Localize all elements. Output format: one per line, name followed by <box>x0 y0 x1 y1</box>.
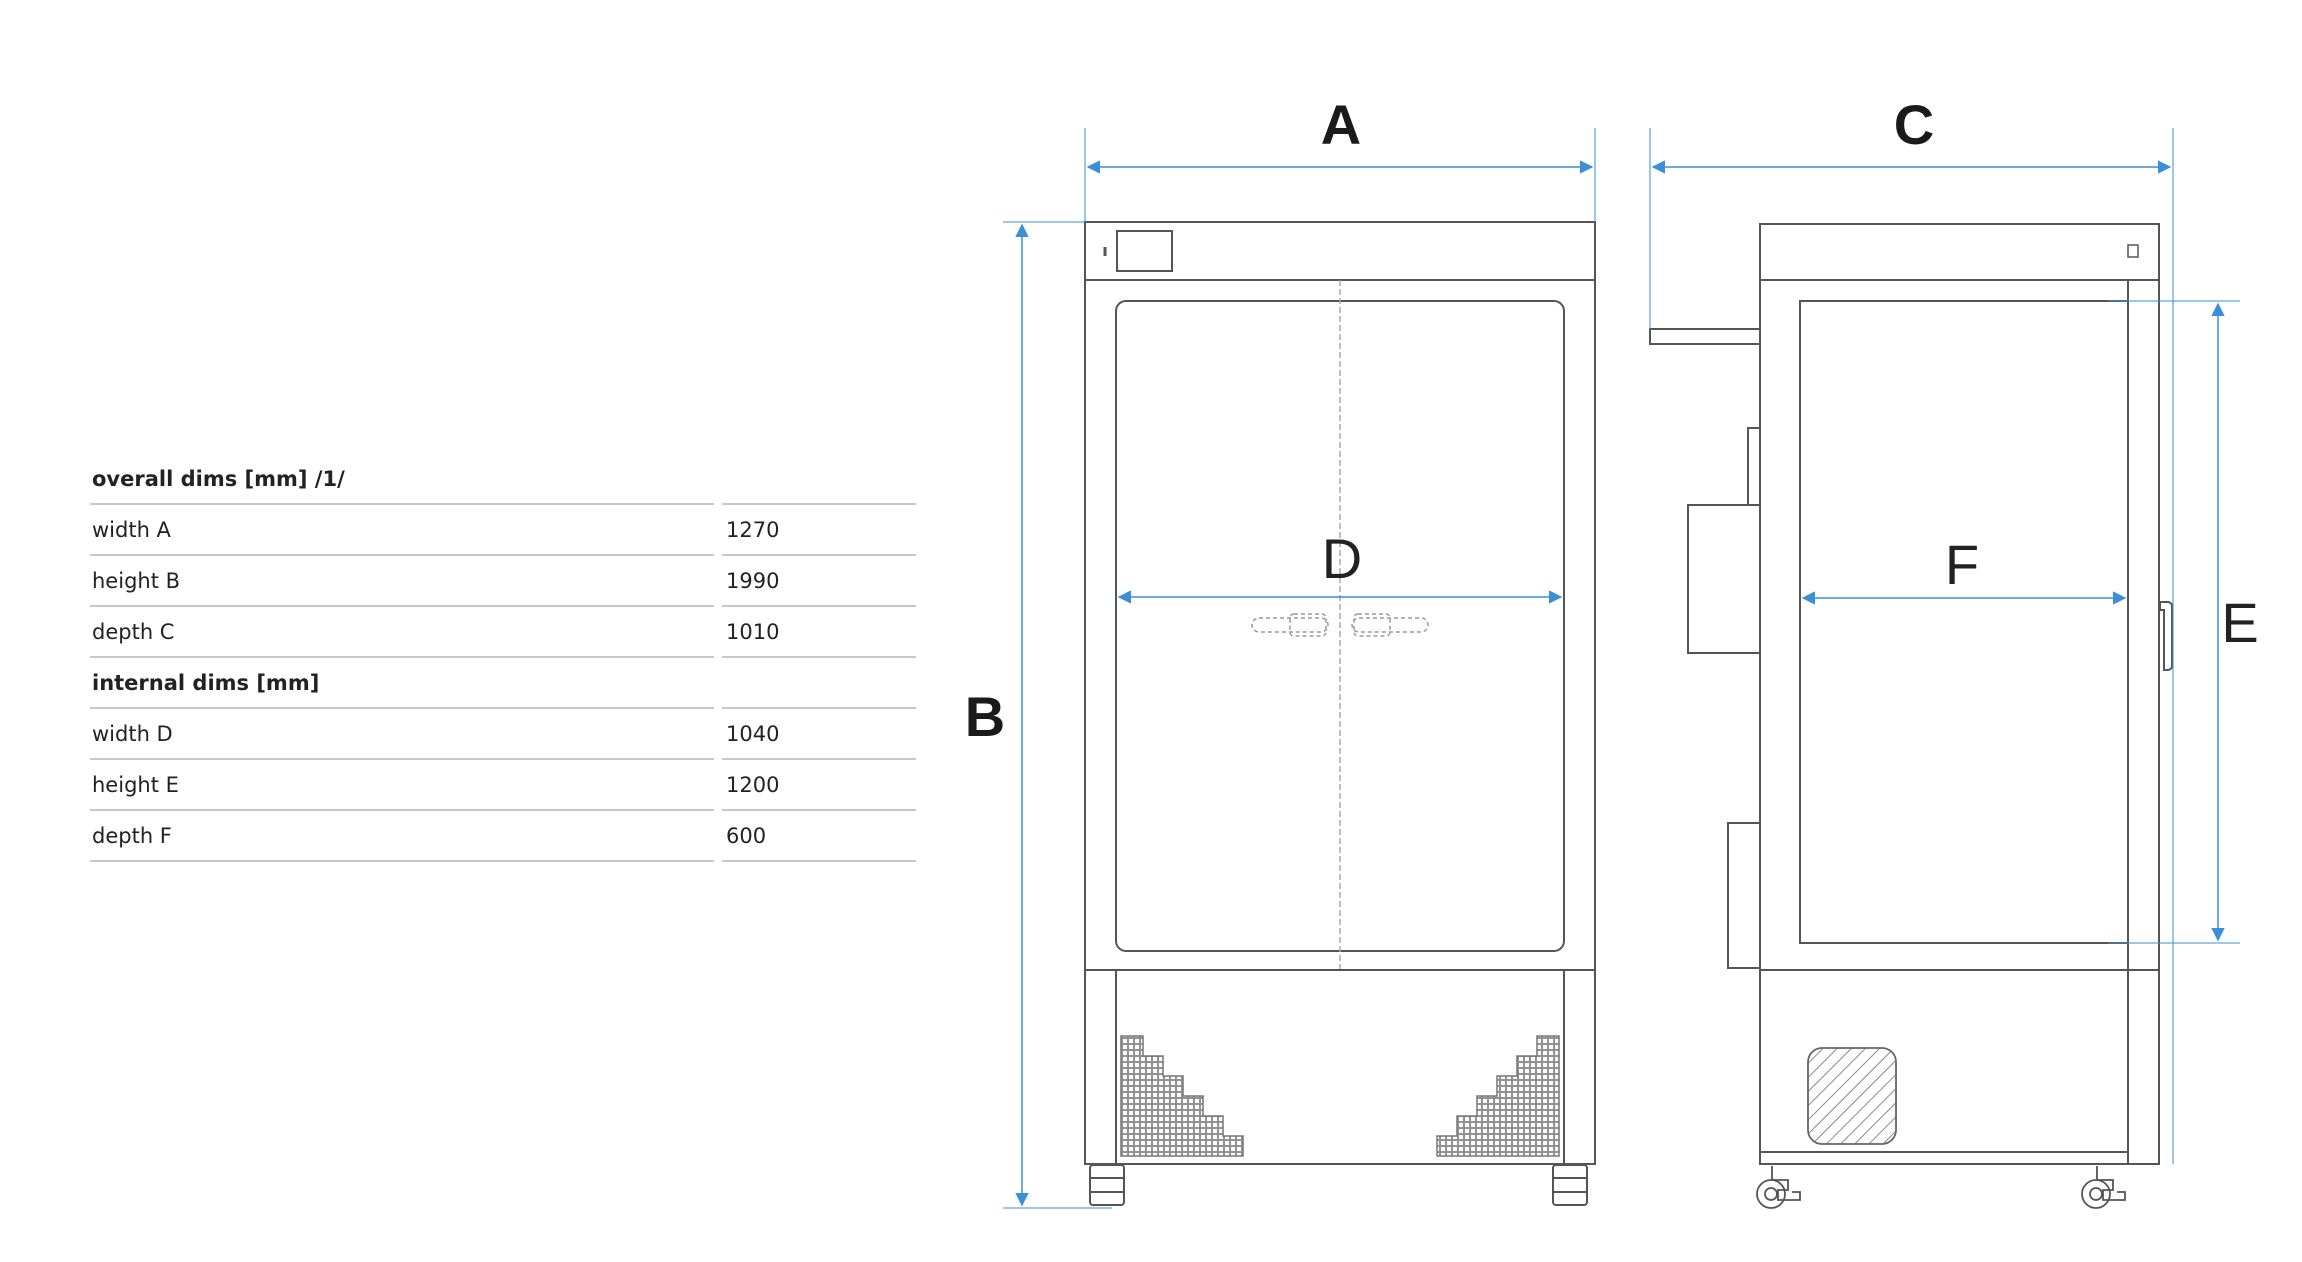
table-row: width A 1270 <box>90 504 916 556</box>
table-row: height E 1200 <box>90 759 916 811</box>
section-title: overall dims [mm] /1/ <box>90 454 718 505</box>
row-value: 600 <box>714 810 916 862</box>
row-label: width A <box>90 504 718 556</box>
side-top-panel <box>1759 223 2160 281</box>
label-d: D <box>1322 527 1362 590</box>
side-base <box>1759 969 2160 1165</box>
right-vent-grille <box>1436 1035 1560 1157</box>
side-vent-hatch <box>1807 1047 1897 1145</box>
table-section-row: overall dims [mm] /1/ <box>90 454 916 505</box>
label-f: F <box>1945 533 1979 596</box>
side-rear-bracket <box>1649 328 1761 345</box>
side-chamber <box>1799 300 2129 944</box>
side-dimensions <box>1649 128 2240 1164</box>
side-casters <box>1756 1166 2126 1209</box>
door-handle-side <box>2159 601 2173 671</box>
table-row: depth F 600 <box>90 810 916 862</box>
side-body <box>1759 279 2160 971</box>
section-value <box>714 454 916 505</box>
label-e: E <box>2221 591 2258 654</box>
table-row: width D 1040 <box>90 708 916 760</box>
row-value: 1200 <box>714 759 916 811</box>
dimensions-table: overall dims [mm] /1/ width A 1270 heigh… <box>90 454 916 862</box>
row-label: depth F <box>90 810 718 862</box>
row-value: 1010 <box>714 606 916 658</box>
row-label: depth C <box>90 606 718 658</box>
section-value <box>714 657 916 709</box>
door-handles <box>1251 613 1429 637</box>
row-value: 1990 <box>714 555 916 607</box>
table-row: depth C 1010 <box>90 606 916 658</box>
side-rear-box <box>1687 504 1761 654</box>
front-dimensions <box>1003 128 1596 1209</box>
label-a: A <box>1321 93 1361 156</box>
side-indicator <box>2127 244 2139 258</box>
side-rear-tab <box>1747 427 1761 506</box>
section-title: internal dims [mm] <box>90 657 718 709</box>
table-row: height B 1990 <box>90 555 916 607</box>
front-base <box>1084 969 1596 1165</box>
row-value: 1270 <box>714 504 916 556</box>
front-feet <box>1089 1164 1588 1206</box>
row-label: height E <box>90 759 718 811</box>
table-section-row: internal dims [mm] <box>90 657 916 709</box>
side-view <box>1649 223 2173 1209</box>
left-vent-grille <box>1120 1035 1244 1157</box>
control-display <box>1116 230 1173 272</box>
row-value: 1040 <box>714 708 916 760</box>
front-view <box>1084 221 1596 1206</box>
row-label: height B <box>90 555 718 607</box>
label-c: C <box>1894 93 1934 156</box>
row-label: width D <box>90 708 718 760</box>
side-rear-panel <box>1727 822 1761 969</box>
label-b: B <box>965 685 1005 748</box>
